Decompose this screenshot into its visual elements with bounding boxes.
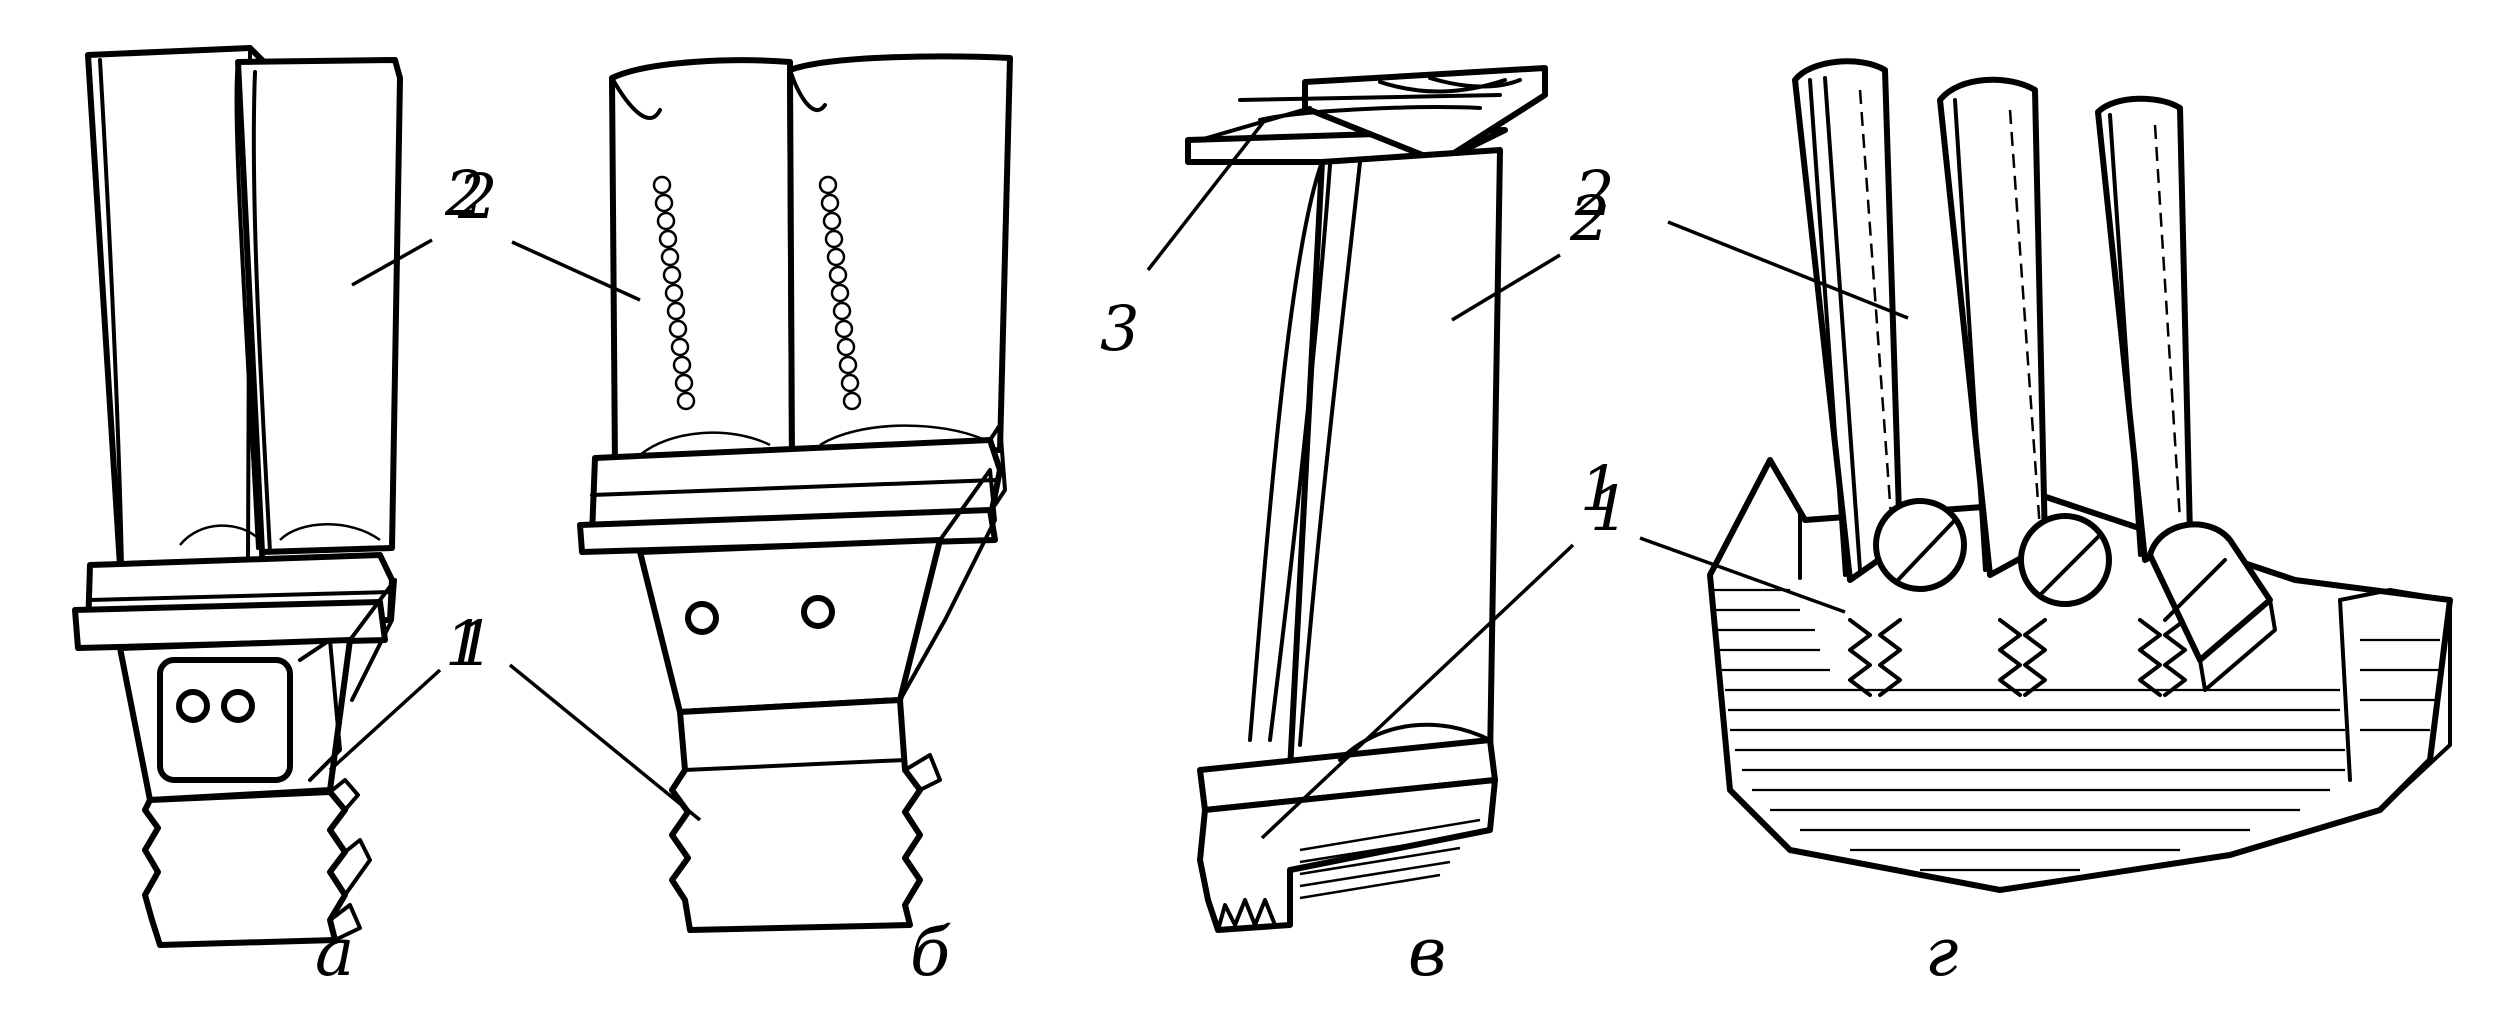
caption-b: б [910,914,951,991]
figure-a-callouts: 2 1 а [315,157,494,991]
cooling-holes-left [652,175,696,411]
callout-b-2: 2 [457,160,497,233]
callout-g-1: 1 [1590,472,1629,545]
disk-hatching [1712,588,2440,872]
callout-v-2: 2 [1569,182,1609,255]
figure-a-blade-pair [72,45,403,948]
callout-a-1: 1 [455,607,494,680]
callout-v-3: 3 [1100,292,1139,365]
callout-g-2: 2 [1574,157,1614,230]
callout-v-1: 1 [1580,452,1619,525]
figure-v-callouts: 3 2 1 в [1100,118,1619,991]
figure-b-blade-pair [577,53,1013,933]
caption-a: а [315,914,354,991]
caption-v: в [1408,914,1446,991]
caption-g: г [1925,914,1958,991]
figure-b-callouts: 2 б [457,160,951,991]
figure-v-blade [1185,65,1548,933]
cooling-holes-right [818,175,862,411]
figure-g-callouts: г [1639,220,1958,991]
figure-g-disk-segment [1707,58,2453,893]
callout-b-1: 1 [445,607,484,680]
callout-a-2: 2 [444,157,484,230]
